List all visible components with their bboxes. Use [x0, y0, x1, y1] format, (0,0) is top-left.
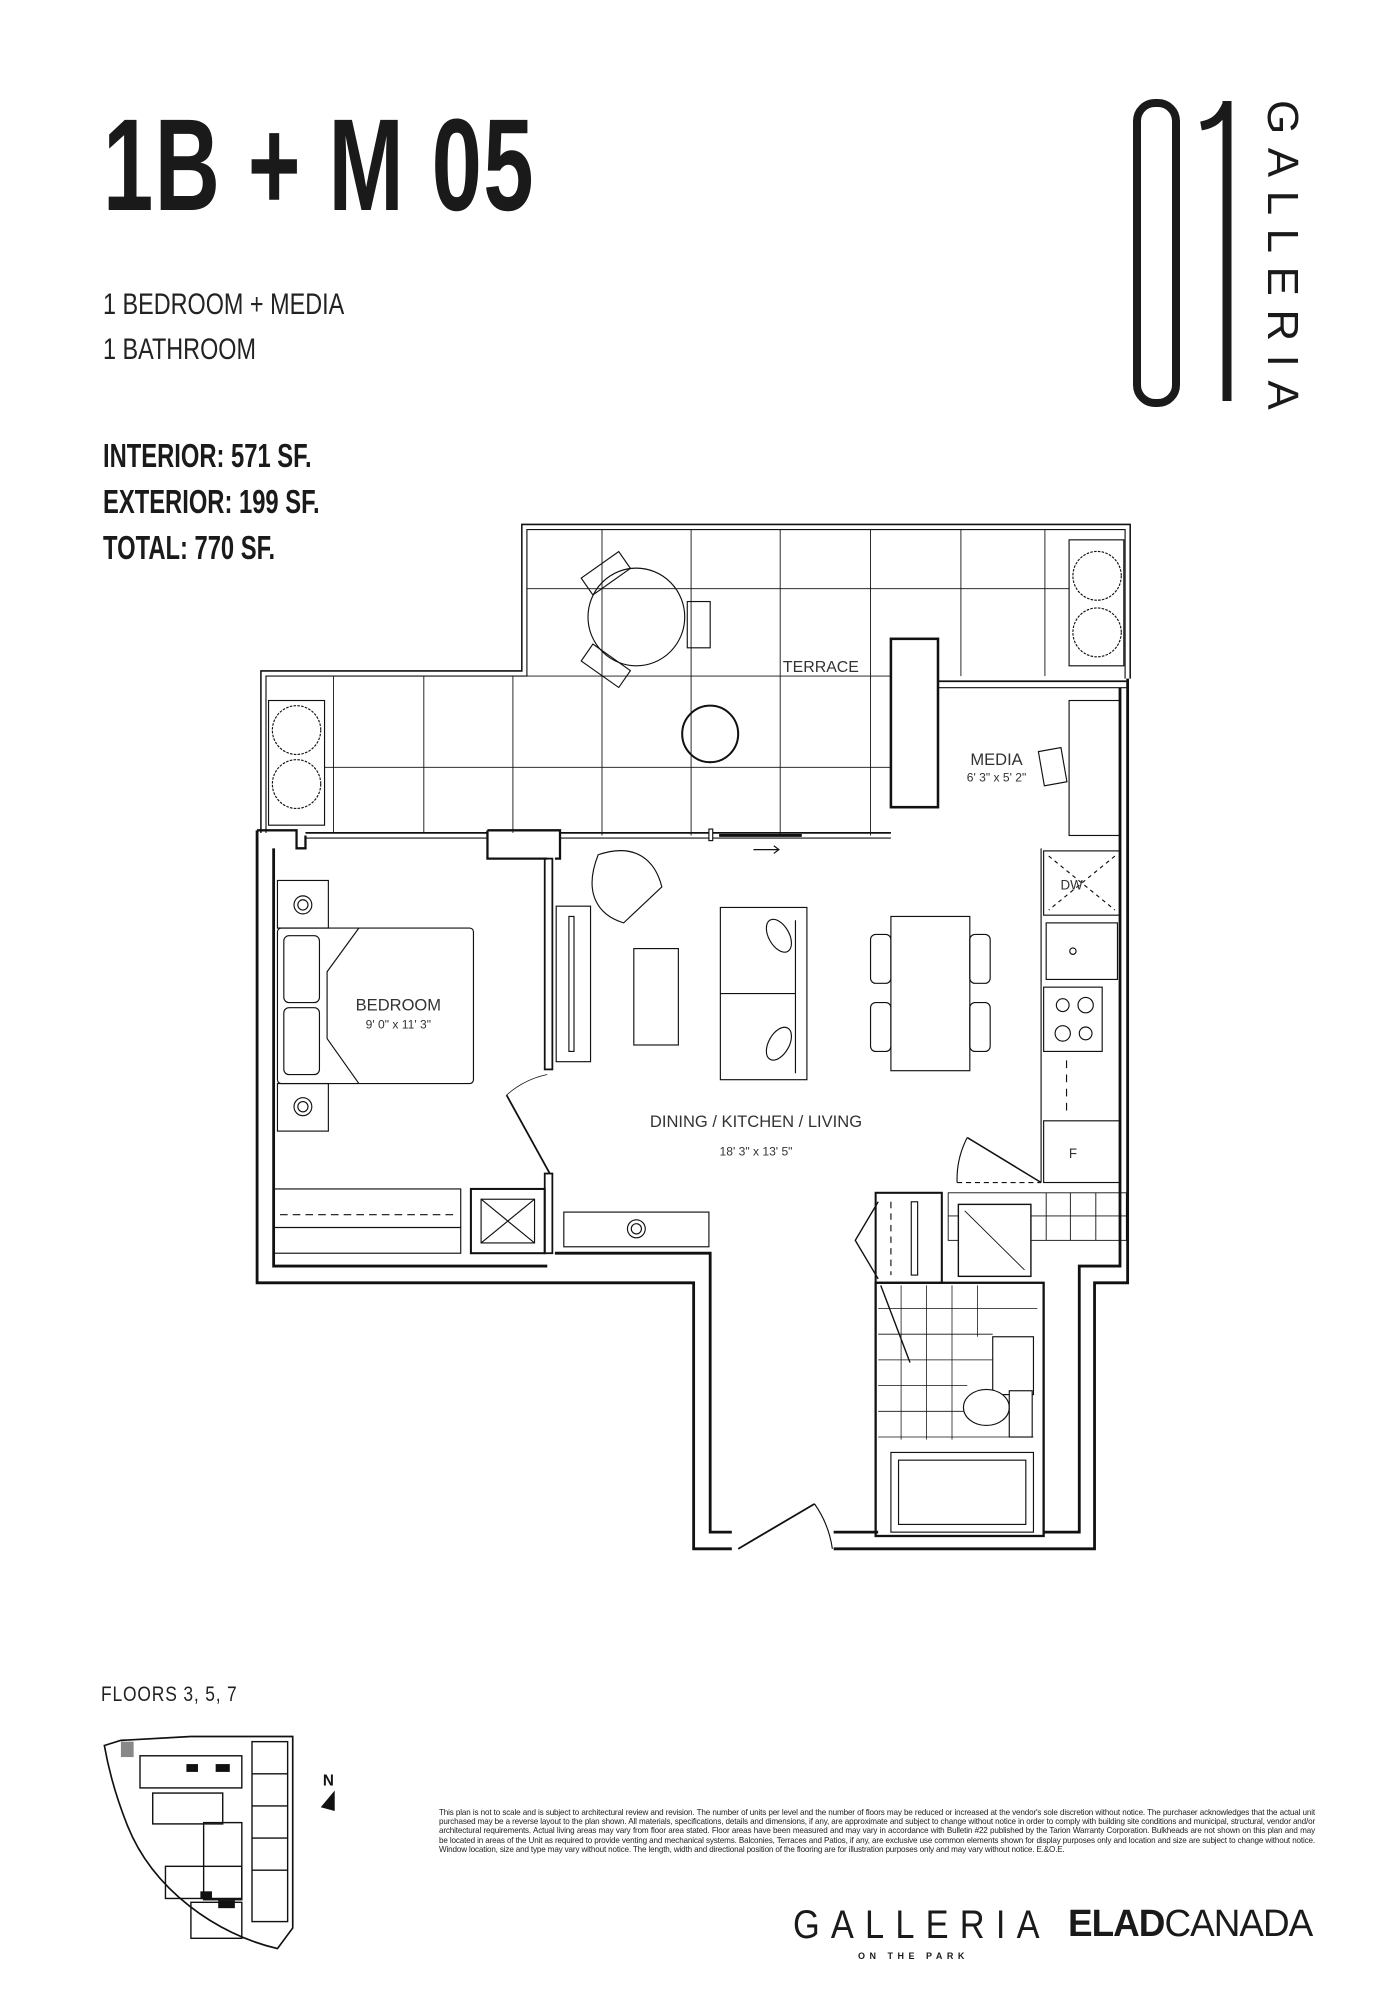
logo-word: GALLERIA: [1258, 100, 1307, 420]
bedroom-closet: [273, 1188, 462, 1254]
sofa: [719, 906, 808, 1081]
bathtub: [890, 1451, 1035, 1533]
living-label: DINING / KITCHEN / LIVING: [650, 1112, 862, 1131]
area-value: 770 SF.: [194, 529, 276, 566]
laundry-shower-tiles: [947, 1192, 1127, 1278]
dishwasher: [1043, 850, 1121, 916]
bedroom-label: BEDROOM: [356, 995, 441, 1014]
logo-one: [1200, 101, 1232, 401]
media-label: MEDIA: [970, 750, 1023, 769]
north-label: N: [323, 1772, 334, 1789]
disclaimer-text: This plan is not to scale and is subject…: [439, 1808, 1315, 1854]
kitchen-counter: [1040, 848, 1121, 1184]
toilet: [962, 1388, 1010, 1427]
entry-closet: [854, 1191, 943, 1284]
living-dims: 18' 3" x 13' 5": [720, 1144, 793, 1158]
area-label: INTERIOR:: [103, 437, 225, 474]
terrace-table-set: [580, 550, 740, 764]
bedroom-door[interactable]: [505, 1094, 551, 1174]
exterior-walls: [255, 678, 1130, 1551]
key-plan: [103, 1735, 294, 1950]
elad-canada-logo: ELADCANADA: [1068, 1903, 1313, 1946]
nightstand: [276, 879, 329, 1132]
suite-entry-door[interactable]: [737, 1503, 833, 1550]
cooktop: [1043, 986, 1103, 1052]
elad-logo-light: CANADA: [1164, 1903, 1313, 1945]
bathroom-door[interactable]: [880, 1285, 911, 1363]
north-arrow-icon: [320, 1790, 335, 1812]
tv-console: [555, 905, 592, 1063]
media-desk: [1037, 699, 1121, 837]
area-value: 199 SF.: [238, 483, 320, 520]
structural-column: [889, 637, 940, 809]
terrace-tile-grid: [324, 529, 1070, 836]
bedroom-dims: 9' 0" x 11' 3": [366, 1017, 431, 1031]
area-total: TOTAL: 770 SF.: [103, 525, 275, 571]
terrace-railing: [260, 523, 1131, 833]
media-dims: 6' 3" x 5' 2": [967, 770, 1027, 784]
fridge: [1043, 1120, 1121, 1184]
unit-location-highlight: [120, 1741, 134, 1758]
galleria-logo: GALLERIA: [793, 1903, 1051, 1947]
bed: [276, 927, 475, 1085]
dishwasher-label: DW: [1061, 877, 1084, 892]
armchair: [591, 850, 663, 924]
area-value: 571 SF.: [231, 437, 312, 474]
unit-type-bedrooms: 1 BEDROOM + MEDIA: [103, 288, 345, 321]
galleria-logo-subtitle: ON THE PARK: [858, 1951, 969, 1961]
media-window: [938, 680, 1127, 689]
entry-console: [563, 1211, 710, 1248]
area-label: EXTERIOR:: [103, 483, 233, 520]
fridge-label: F: [1069, 1146, 1077, 1161]
unit-type-bathrooms: 1 BATHROOM: [103, 333, 256, 366]
window-wall: [257, 828, 891, 860]
area-exterior: EXTERIOR: 199 SF.: [103, 479, 320, 525]
kitchen-sink: [1045, 922, 1119, 981]
dining-table: [869, 915, 991, 1072]
linen-closet: [469, 1187, 546, 1255]
planter-left: [267, 699, 326, 826]
logo-zero: [1133, 99, 1180, 407]
area-interior: INTERIOR: 571 SF.: [103, 433, 312, 479]
bathroom: [874, 1281, 1045, 1538]
area-label: TOTAL:: [103, 529, 188, 566]
unit-title: 1B + M 05: [103, 91, 535, 238]
planter-right: [1068, 539, 1125, 667]
brand-mark-logo: GALLERIA: [1133, 99, 1307, 420]
coffee-table: [633, 948, 679, 1046]
entry-door-closet: [956, 1136, 1042, 1184]
terrace-label: TERRACE: [783, 659, 859, 676]
floors-label: FLOORS 3, 5, 7: [101, 1683, 238, 1706]
elad-logo-bold: ELAD: [1068, 1903, 1165, 1945]
vanity: [992, 1336, 1035, 1396]
